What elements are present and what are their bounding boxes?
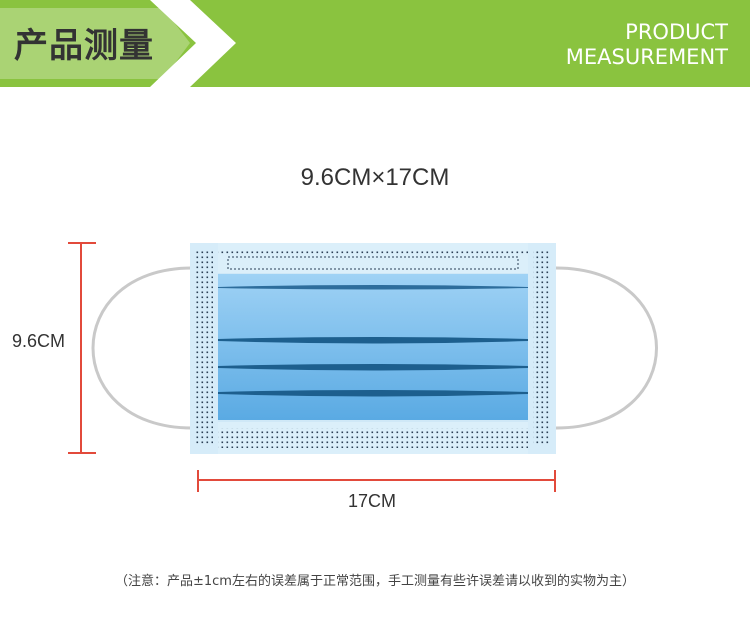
right-ear-loop xyxy=(555,266,658,430)
pleat-3 xyxy=(218,364,528,371)
dimension-title: 9.6CM×17CM xyxy=(300,164,450,191)
pleat-4 xyxy=(218,390,528,397)
left-ear-loop xyxy=(91,266,193,430)
width-measure-line xyxy=(197,470,556,492)
section-title: 产品测量 xyxy=(14,26,154,66)
stitch-top xyxy=(218,251,528,256)
stitch-bottom xyxy=(218,428,528,448)
english-line-2: MEASUREMENT xyxy=(565,45,728,69)
stitch-right xyxy=(533,250,551,446)
width-label: 17CM xyxy=(348,491,397,511)
height-label: 9.6CM xyxy=(12,331,66,351)
pleat-1 xyxy=(218,285,528,290)
height-measure-line xyxy=(68,242,96,454)
measurement-note: （注意：产品±1cm左右的误差属于正常范围，手工测量有些许误差请以收到的实物为主… xyxy=(115,574,635,589)
header-banner: 产品测量 PRODUCT MEASUREMENT xyxy=(0,0,750,87)
nose-wire xyxy=(227,256,519,270)
pleat-2 xyxy=(218,337,528,344)
banner-chevron xyxy=(0,0,236,87)
english-line-1: PRODUCT xyxy=(625,20,728,44)
stitch-left xyxy=(195,250,213,446)
mask-fabric xyxy=(218,274,528,420)
section-title-english: PRODUCT MEASUREMENT xyxy=(566,20,728,70)
mask-edge-top xyxy=(218,243,528,273)
